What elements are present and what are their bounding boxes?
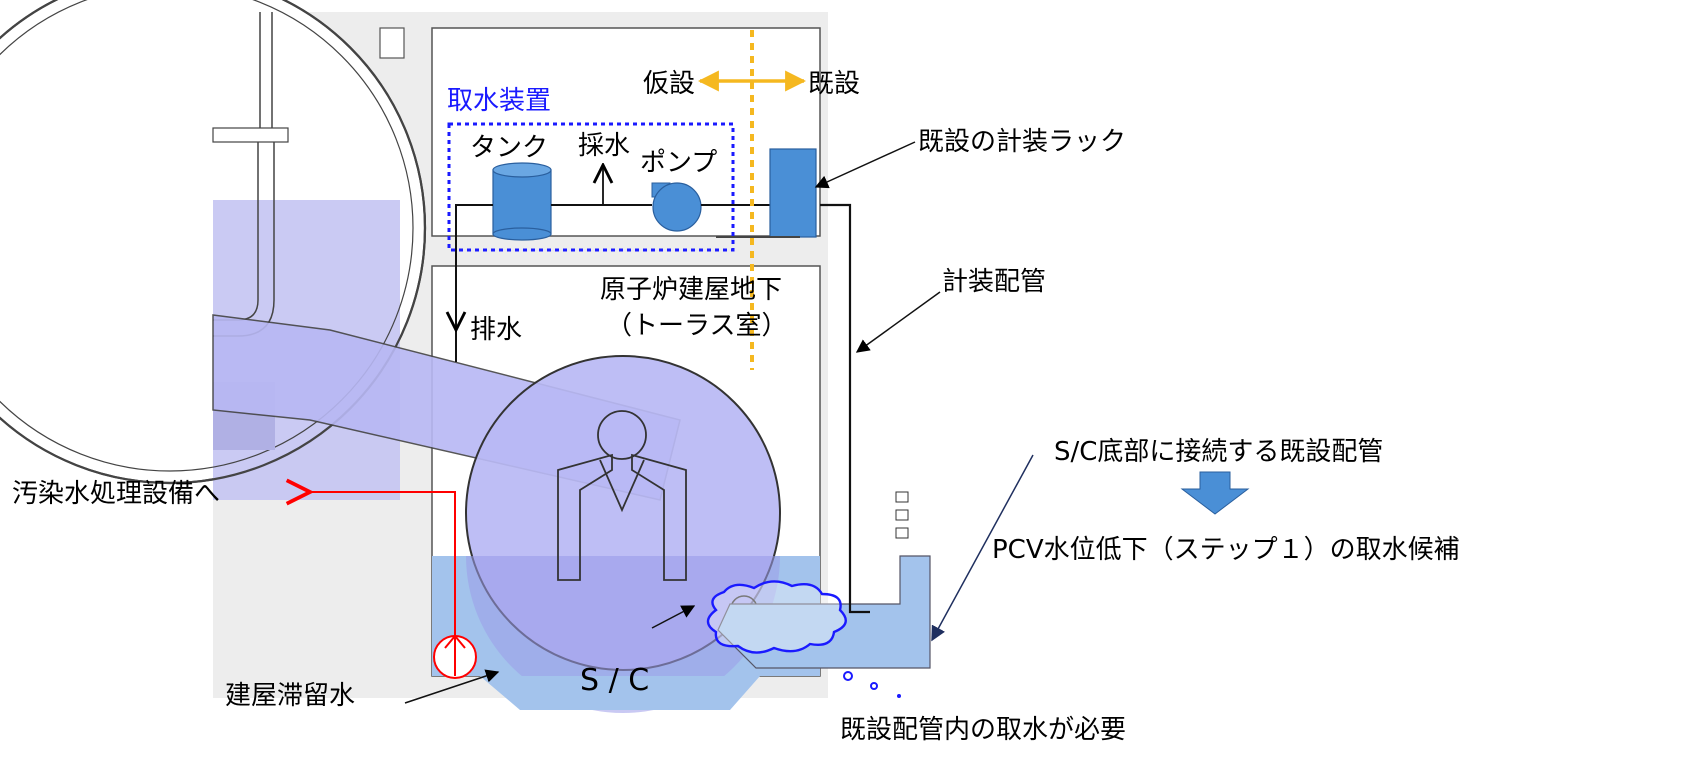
pump-label: ポンプ — [640, 148, 717, 178]
existing-rack-label: 既設の計装ラック — [918, 127, 1126, 157]
pump-icon — [651, 182, 702, 232]
tank-label: タンク — [470, 133, 548, 163]
existing-instrument-rack — [769, 148, 817, 238]
down-arrow-icon — [1180, 471, 1250, 515]
temporary-existing-boundary — [697, 30, 807, 370]
sc-bottom-pipe-label: S/C底部に接続する既設配管 — [1054, 437, 1383, 467]
reactor-basement-label: 原子炉建屋地下 — [600, 275, 782, 305]
contaminated-water-flow — [310, 492, 477, 679]
intake-device — [449, 122, 770, 362]
sc-label: S / C — [580, 663, 649, 698]
temporary-label: 仮設 — [643, 69, 695, 99]
existing-label: 既設 — [808, 69, 860, 99]
tank-icon — [492, 162, 552, 241]
torus-room-label: （トーラス室） — [606, 311, 787, 341]
sampling-label: 採水 — [578, 131, 630, 161]
pcv-candidate-label: PCV水位低下（ステップ１）の取水候補 — [992, 535, 1460, 565]
sc-bottom-existing-pipe — [706, 491, 931, 698]
contaminated-water-label: 汚染水処理設備へ — [12, 479, 220, 509]
intake-device-label: 取水装置 — [447, 86, 551, 116]
leader-lines — [404, 141, 1034, 704]
building-water-label: 建屋滞留水 — [225, 681, 355, 711]
instrument-piping-label: 計装配管 — [942, 267, 1046, 297]
drainage-label: 排水 — [470, 315, 522, 345]
cloud-shape — [706, 580, 847, 654]
instrument-piping-line — [820, 203, 870, 614]
suppression-chamber — [432, 355, 820, 713]
intake-needed-label: 既設配管内の取水が必要 — [840, 715, 1126, 745]
